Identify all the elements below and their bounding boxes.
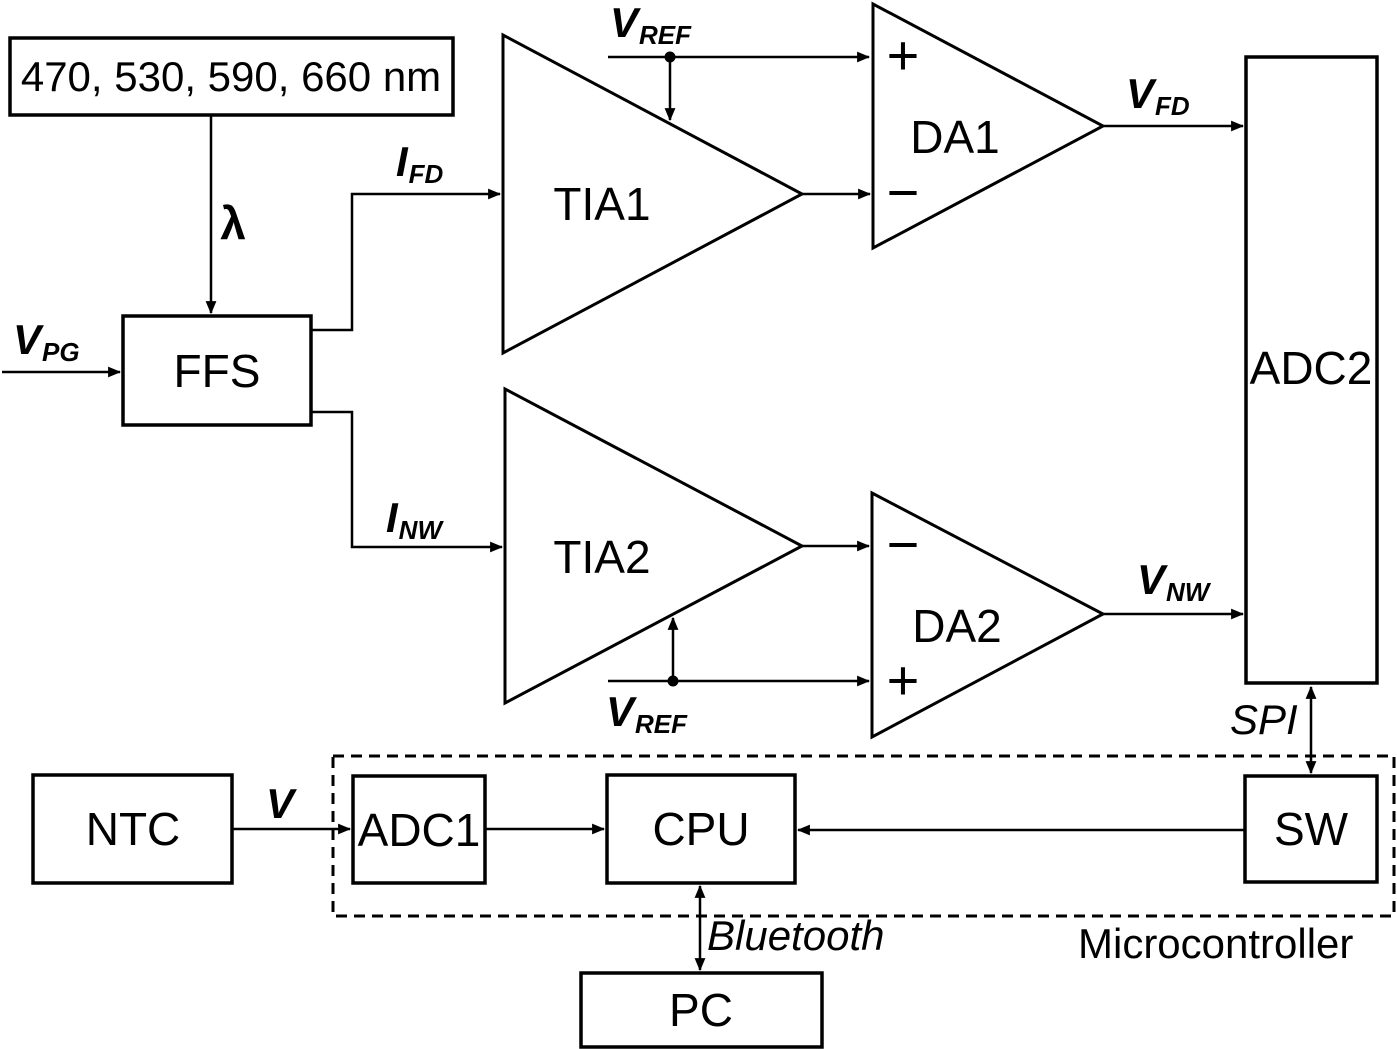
- da1-label: DA1: [910, 110, 1000, 163]
- vfd-sub: FD: [1155, 91, 1190, 122]
- vref-bottom-junction-dot: [667, 675, 679, 687]
- wavelength-box-label: 470, 530, 590, 660 nm: [20, 52, 442, 100]
- sw-box: [1243, 774, 1379, 884]
- wavelength-box: [8, 36, 455, 117]
- da2-label: DA2: [912, 599, 1002, 652]
- ffs-box: [121, 314, 313, 427]
- inw-sub: NW: [398, 515, 442, 546]
- pc-box: [579, 971, 824, 1049]
- vfd-label: VFD: [1126, 70, 1190, 122]
- microcontroller-label: Microcontroller: [1078, 920, 1354, 967]
- wire-ffs-to-tia2: [311, 410, 504, 553]
- vref-top-base: V: [610, 0, 639, 46]
- lambda-label: λ: [220, 196, 246, 249]
- v-label: V: [266, 780, 295, 827]
- vref-bottom-label: VREF: [606, 688, 688, 740]
- tia1-triangle: [501, 32, 806, 356]
- vref-bottom-base: V: [606, 688, 635, 735]
- ifd-sub: FD: [408, 159, 444, 190]
- da2-plus-sign: +: [886, 648, 920, 712]
- da2-triangle: [870, 490, 1107, 740]
- sw-label: SW: [1273, 802, 1349, 855]
- ffs-label: FFS: [173, 344, 261, 397]
- da1-triangle: [871, 1, 1107, 251]
- tia2-triangle: [503, 386, 806, 706]
- adc2-label: ADC2: [1249, 341, 1373, 394]
- vnw-sub: NW: [1166, 577, 1210, 608]
- pc-label: PC: [669, 983, 733, 1036]
- tia1-label: TIA1: [553, 177, 651, 230]
- ntc-label: NTC: [85, 802, 181, 855]
- vpg-base: V: [13, 316, 42, 363]
- da1-minus-sign: −: [886, 160, 920, 224]
- adc1-label: ADC1: [357, 803, 481, 856]
- cpu-box: [605, 773, 797, 885]
- vref-top-sub: REF: [639, 20, 692, 51]
- da2-minus-sign: −: [886, 512, 920, 576]
- vnw-base: V: [1137, 556, 1166, 603]
- vref-bottom-sub: REF: [635, 709, 688, 740]
- vref-top-junction-dot: [664, 51, 676, 63]
- inw-base: I: [386, 494, 398, 541]
- vpg-sub: PG: [42, 337, 80, 368]
- wire-ffs-to-tia1: [311, 188, 502, 332]
- adc1-box: [351, 774, 487, 885]
- ifd-label: IFD: [396, 138, 444, 190]
- ifd-base: I: [396, 138, 408, 185]
- tia2-label: TIA2: [553, 530, 651, 583]
- adc2-box: [1244, 55, 1379, 685]
- microcontroller-dashed-box: [331, 754, 1396, 918]
- cpu-label: CPU: [652, 802, 750, 855]
- spi-label: SPI: [1230, 696, 1298, 743]
- bluetooth-label: Bluetooth: [707, 912, 885, 959]
- vref-top-label: VREF: [610, 0, 692, 51]
- vfd-base: V: [1126, 70, 1155, 117]
- vpg-label: VPG: [13, 316, 80, 368]
- da1-plus-sign: +: [886, 23, 920, 87]
- inw-label: INW: [386, 494, 442, 546]
- vnw-label: VNW: [1137, 556, 1210, 608]
